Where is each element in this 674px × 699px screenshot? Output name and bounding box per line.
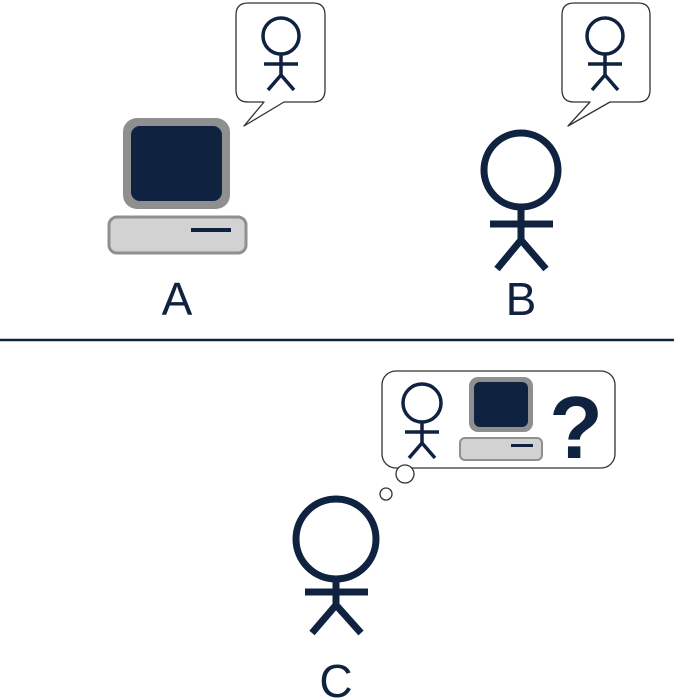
- label-a: A: [162, 273, 193, 325]
- stick-figure-icon: [480, 129, 562, 272]
- stick-figure-icon: [401, 382, 443, 460]
- stick-figure-icon: [585, 16, 625, 92]
- stick-figure-icon: [292, 495, 380, 636]
- computer-icon: [459, 377, 543, 461]
- label-c: C: [319, 655, 352, 699]
- computer-icon: [107, 118, 248, 255]
- question-mark: ?: [549, 378, 603, 477]
- label-b: B: [506, 273, 537, 325]
- stick-figure-icon: [261, 16, 301, 92]
